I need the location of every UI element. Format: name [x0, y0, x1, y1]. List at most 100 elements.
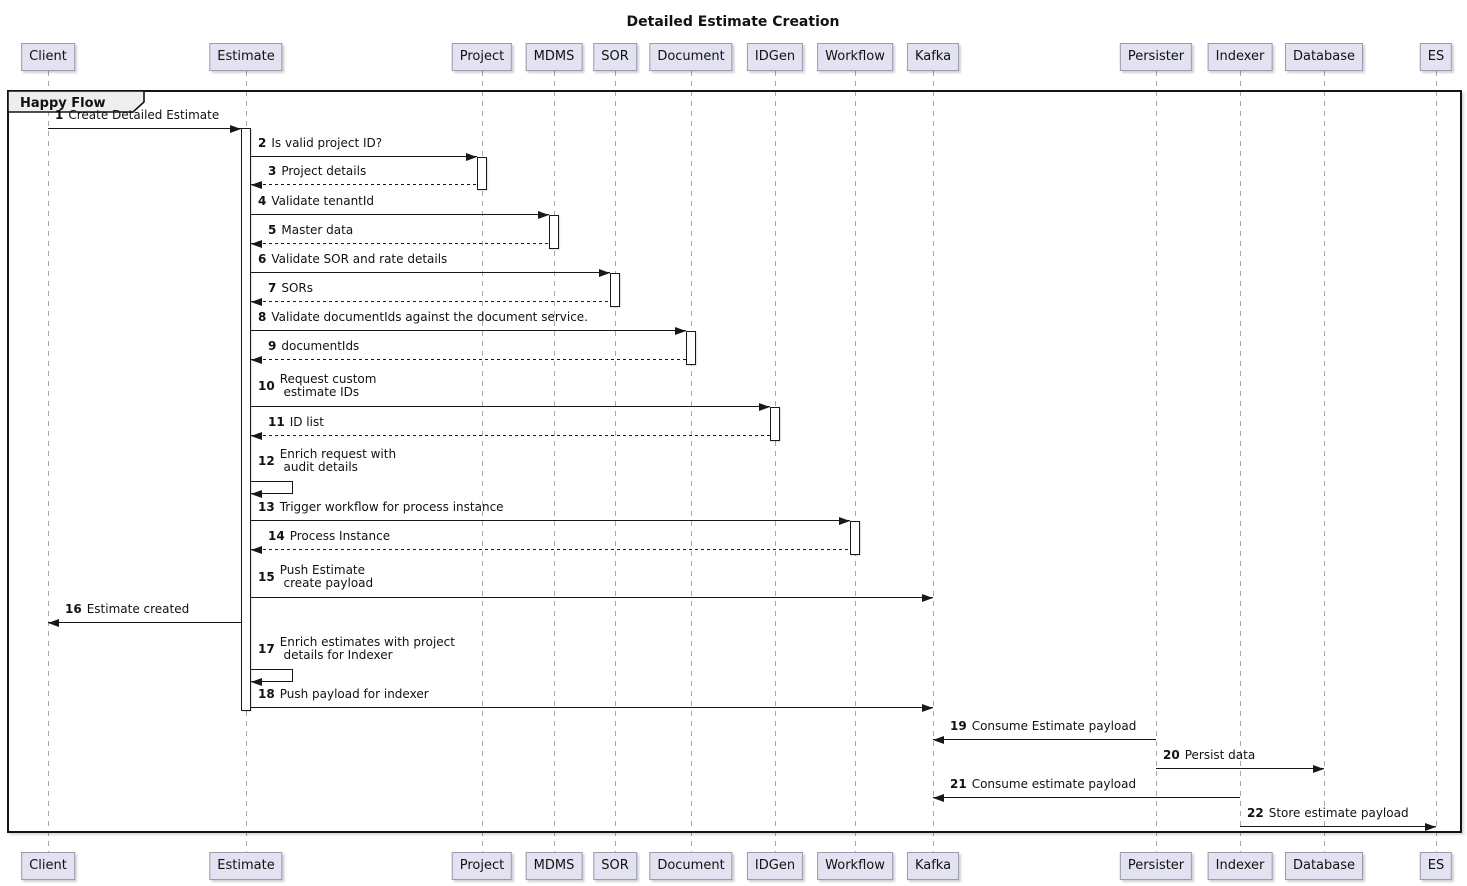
message-8-text: Validate documentIds against the documen…	[271, 310, 588, 324]
message-16-label: 16 Estimate created	[65, 603, 189, 616]
participant-project-bottom: Project	[451, 852, 513, 880]
participant-database-top: Database	[1284, 43, 1364, 71]
frame-label-shape	[7, 90, 145, 113]
message-19-number: 19	[950, 719, 967, 733]
lifeline-client	[47, 71, 49, 852]
participant-document-top: Document	[649, 43, 733, 71]
message-15-arrowhead	[922, 593, 933, 602]
participant-persister-top: Persister	[1119, 43, 1193, 71]
participant-mdms-top: MDMS	[525, 43, 583, 71]
lifeline-mdms	[553, 71, 555, 852]
message-13-arrowhead	[839, 516, 850, 525]
message-10-text: Request custom estimate IDs	[279, 372, 377, 399]
message-18-arrowhead	[922, 703, 933, 712]
activation-bar-sor	[610, 273, 620, 307]
message-18-text: Push payload for indexer	[279, 687, 429, 701]
message-3-line	[251, 184, 477, 185]
message-6-arrowhead	[599, 268, 610, 277]
participant-indexer-bottom: Indexer	[1207, 852, 1273, 880]
message-4-arrowhead	[538, 210, 549, 219]
message-10-line	[251, 406, 770, 407]
lifeline-kafka	[932, 71, 934, 852]
message-1-label: 1 Create Detailed Estimate	[55, 109, 219, 122]
message-16-text: Estimate created	[86, 602, 190, 616]
message-11-arrowhead	[251, 431, 262, 440]
message-17-label: 17 Enrich estimates with project details …	[258, 636, 455, 662]
happy-flow-frame	[7, 90, 1462, 833]
message-12-label: 12 Enrich request with audit details	[258, 448, 396, 474]
lifeline-sor	[614, 71, 616, 852]
message-12-number: 12	[258, 453, 275, 468]
message-3-text: Project details	[281, 164, 367, 178]
message-14-arrowhead	[251, 545, 262, 554]
message-22-text: Store estimate payload	[1268, 806, 1409, 820]
message-12-text: Enrich request with audit details	[279, 447, 397, 474]
participant-kafka-top: Kafka	[906, 43, 960, 71]
message-18-line	[251, 707, 933, 708]
message-15-text: Push Estimate create payload	[279, 563, 374, 590]
message-11-text: ID list	[289, 415, 324, 429]
message-18-number: 18	[258, 687, 275, 701]
message-20-number: 20	[1163, 748, 1180, 762]
message-2-text: Is valid project ID?	[271, 136, 383, 150]
message-21-arrowhead	[933, 793, 944, 802]
participant-workflow-bottom: Workflow	[817, 852, 893, 880]
message-6-text: Validate SOR and rate details	[271, 252, 448, 266]
message-16-number: 16	[65, 602, 82, 616]
lifeline-indexer	[1239, 71, 1241, 852]
participant-es-bottom: ES	[1419, 852, 1453, 880]
message-7-number: 7	[268, 281, 277, 295]
lifeline-workflow	[854, 71, 856, 852]
message-5-text: Master data	[281, 223, 354, 237]
message-4-line	[251, 214, 549, 215]
message-10-label: 10 Request custom estimate IDs	[258, 373, 376, 399]
message-1-text: Create Detailed Estimate	[68, 108, 220, 122]
happy-flow-frame-label: Happy Flow	[7, 90, 145, 113]
participant-workflow-top: Workflow	[817, 43, 893, 71]
participant-mdms-bottom: MDMS	[525, 852, 583, 880]
lifeline-database	[1323, 71, 1325, 852]
diagram-title: Detailed Estimate Creation	[626, 14, 840, 30]
participant-project-top: Project	[451, 43, 513, 71]
message-11-line	[251, 435, 770, 436]
message-20-line	[1156, 768, 1324, 769]
message-2-line	[251, 156, 477, 157]
participant-document-bottom: Document	[649, 852, 733, 880]
activation-bar-mdms	[549, 215, 559, 249]
message-21-number: 21	[950, 777, 967, 791]
message-16-arrowhead	[48, 618, 59, 627]
message-17-number: 17	[258, 641, 275, 656]
participant-sor-bottom: SOR	[593, 852, 637, 880]
message-17-text: Enrich estimates with project details fo…	[279, 635, 455, 662]
activation-bar-project	[477, 157, 487, 190]
message-19-text: Consume Estimate payload	[971, 719, 1137, 733]
message-21-label: 21 Consume estimate payload	[950, 778, 1136, 791]
message-3-arrowhead	[251, 180, 262, 189]
message-22-line	[1240, 826, 1436, 827]
participant-idgen-top: IDGen	[746, 43, 804, 71]
message-19-label: 19 Consume Estimate payload	[950, 720, 1136, 733]
message-5-number: 5	[268, 223, 277, 237]
message-7-arrowhead	[251, 297, 262, 306]
participant-es-top: ES	[1419, 43, 1453, 71]
message-14-line	[251, 549, 850, 550]
message-1-arrowhead	[230, 124, 241, 133]
message-17-arrowhead	[251, 678, 262, 686]
message-10-number: 10	[258, 378, 275, 393]
message-12-self-loop	[251, 481, 293, 494]
message-9-line	[251, 359, 686, 360]
participant-estimate-top: Estimate	[209, 43, 283, 71]
message-1-line	[48, 128, 241, 129]
participant-persister-bottom: Persister	[1119, 852, 1193, 880]
message-21-text: Consume estimate payload	[971, 777, 1137, 791]
message-11-number: 11	[268, 415, 285, 429]
message-9-number: 9	[268, 339, 277, 353]
message-1-number: 1	[55, 108, 64, 122]
message-11-label: 11 ID list	[268, 416, 324, 429]
